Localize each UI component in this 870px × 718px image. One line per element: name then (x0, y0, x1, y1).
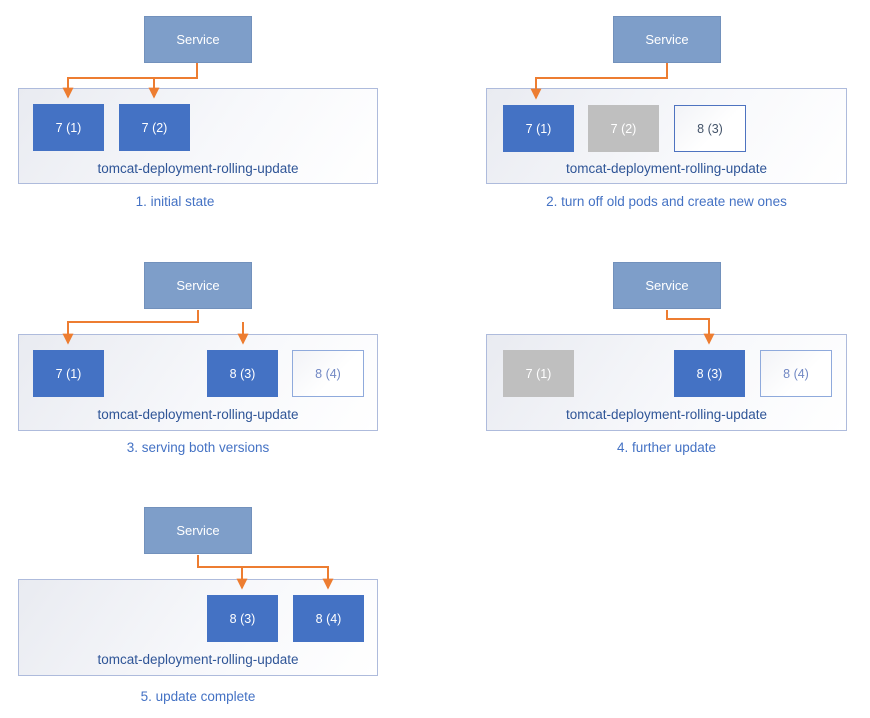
deployment-box: 8 (3) 8 (4) tomcat-deployment-rolling-up… (18, 579, 378, 676)
panel-caption: 4. further update (616, 440, 717, 455)
pod-8-4: 8 (4) (293, 595, 364, 642)
pod-7-1: 7 (1) (33, 104, 104, 151)
deployment-label: tomcat-deployment-rolling-update (97, 407, 299, 422)
pod-7-1: 7 (1) (33, 350, 104, 397)
panel-caption: 5. update complete (140, 689, 256, 704)
panel-1: Service 7 (1) 7 (2) tomcat-deployment-ro… (0, 0, 435, 235)
deployment-label: tomcat-deployment-rolling-update (97, 652, 299, 667)
pod-8-3: 8 (3) (674, 105, 746, 152)
service-box: Service (144, 507, 252, 554)
pod-7-2: 7 (2) (119, 104, 190, 151)
panel-caption: 2. turn off old pods and create new ones (546, 194, 787, 209)
deployment-label: tomcat-deployment-rolling-update (565, 407, 768, 422)
deployment-label: tomcat-deployment-rolling-update (565, 161, 768, 176)
pod-8-4: 8 (4) (760, 350, 832, 397)
pod-8-3: 8 (3) (207, 595, 278, 642)
pod-8-3: 8 (3) (674, 350, 745, 397)
service-box: Service (613, 262, 721, 309)
service-box: Service (613, 16, 721, 63)
deployment-box: 7 (1) 8 (3) 8 (4) tomcat-deployment-roll… (486, 334, 847, 431)
pod-8-3: 8 (3) (207, 350, 278, 397)
deployment-box: 7 (1) 8 (3) 8 (4) tomcat-deployment-roll… (18, 334, 378, 431)
service-box: Service (144, 16, 252, 63)
pod-8-4: 8 (4) (292, 350, 364, 397)
deployment-box: 7 (1) 7 (2) 8 (3) tomcat-deployment-roll… (486, 88, 847, 184)
panel-3: Service 7 (1) 8 (3) 8 (4) tomcat-deploym… (0, 240, 435, 475)
panel-5: Service 8 (3) 8 (4) tomcat-deployment-ro… (0, 480, 435, 718)
pod-7-1: 7 (1) (503, 350, 574, 397)
panel-caption: 3. serving both versions (126, 440, 270, 455)
panel-4: Service 7 (1) 8 (3) 8 (4) tomcat-deploym… (435, 240, 870, 475)
pod-7-2: 7 (2) (588, 105, 659, 152)
pod-7-1: 7 (1) (503, 105, 574, 152)
deployment-label: tomcat-deployment-rolling-update (97, 161, 299, 176)
panel-caption: 1. initial state (135, 194, 215, 209)
panel-2: Service 7 (1) 7 (2) 8 (3) tomcat-deploym… (435, 0, 870, 235)
deployment-box: 7 (1) 7 (2) tomcat-deployment-rolling-up… (18, 88, 378, 184)
service-box: Service (144, 262, 252, 309)
